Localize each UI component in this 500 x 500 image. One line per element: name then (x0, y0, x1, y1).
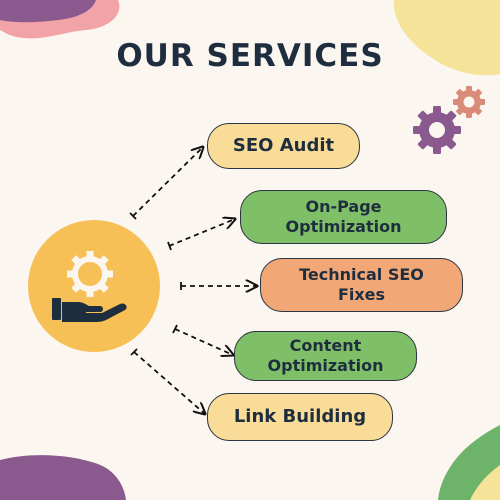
page-title: OUR SERVICES (116, 38, 384, 74)
service-pill-link-building: Link Building (207, 393, 393, 441)
arrow-on-page (168, 219, 235, 247)
hub-circle (28, 220, 160, 352)
service-pill-seo-audit: SEO Audit (207, 123, 360, 169)
service-pill-content-optimization: Content Optimization (234, 331, 417, 381)
service-label: On-Page Optimization (285, 197, 402, 236)
arrow-seo-audit (132, 147, 203, 217)
hand-holding-gear-icon (52, 251, 127, 322)
gears-icon (413, 86, 485, 154)
service-label: SEO Audit (232, 134, 335, 156)
gear-large-icon (413, 106, 461, 154)
blob-bottom-left (0, 455, 126, 500)
service-label: Link Building (233, 405, 367, 427)
gear-small-icon (453, 86, 485, 118)
blob-top-right (393, 0, 500, 76)
service-label: Technical SEO Fixes (299, 265, 424, 304)
service-pill-technical-seo-fixes: Technical SEO Fixes (260, 258, 463, 312)
service-label: Content Optimization (267, 336, 384, 375)
service-pill-on-page-optimization: On-Page Optimization (240, 190, 447, 244)
arrow-link-building (133, 351, 205, 414)
blob-bottom-right (438, 425, 500, 500)
arrow-content (174, 328, 233, 355)
blob-top-left (0, 0, 120, 39)
